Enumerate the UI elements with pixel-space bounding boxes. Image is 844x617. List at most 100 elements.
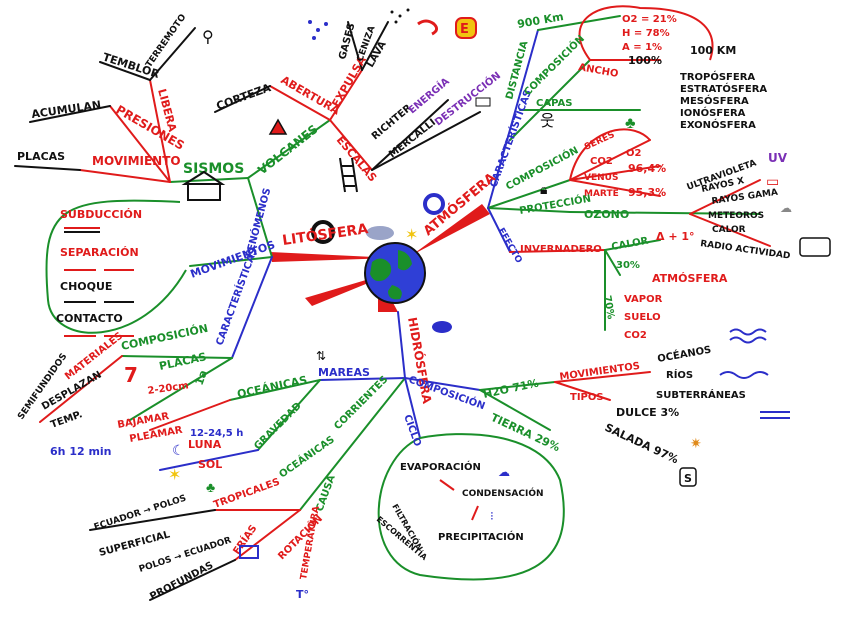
lock-icon: 🔒︎ xyxy=(540,183,547,198)
line-marte xyxy=(569,179,661,197)
label-uv: UV xyxy=(768,151,788,165)
label-o2: O2 = 21% xyxy=(622,14,677,25)
line-mercalli xyxy=(371,111,481,171)
label-luna: LUNA xyxy=(188,438,222,451)
energy-e-icon xyxy=(455,17,477,39)
label-corrientes: CORRIENTES xyxy=(332,374,390,432)
label-marte: MARTE xyxy=(584,189,619,199)
earth-land-2 xyxy=(398,250,412,271)
line-oceanicas xyxy=(229,379,321,401)
line-proteccion xyxy=(487,207,571,213)
label-sismos: SISMOS xyxy=(183,161,244,177)
label-marte-pct: 95,3% xyxy=(628,186,666,199)
label-pct100: 100% xyxy=(628,54,662,67)
tide-arrows-icon: ⇅ xyxy=(316,349,326,363)
label-seres: SERES xyxy=(583,130,616,153)
label-grosor: 2-20cm xyxy=(147,380,190,397)
label-30: 30% xyxy=(616,260,640,271)
ladder-icon xyxy=(339,157,358,193)
label-sixh: 6h 12 min xyxy=(50,445,112,458)
label-capa-1: TROPÓSFERA xyxy=(680,70,755,83)
line-libera xyxy=(149,79,171,183)
label-anio: 1a xyxy=(193,368,210,387)
label-salada: SALADA 97% xyxy=(603,421,681,466)
label-sol: SOL xyxy=(198,458,222,471)
label-calor-r: CALOR xyxy=(712,225,746,235)
line-fenomenos xyxy=(247,177,273,258)
label-100km: 100 KM xyxy=(690,44,736,57)
salt-icon-letter: S xyxy=(684,472,692,485)
composicion-atm-enclosure xyxy=(578,5,714,61)
wedge-atmosfera xyxy=(412,204,490,255)
line-sismos xyxy=(169,177,249,183)
label-composicion-atm: COMPOSICIÓN xyxy=(521,32,587,98)
label-oceanos: OCÉANOS xyxy=(656,343,712,365)
line-invernadero xyxy=(509,249,606,253)
line-mareas xyxy=(319,377,406,381)
label-o2b: O2 xyxy=(626,148,642,159)
line-lava xyxy=(361,21,389,71)
label-ciclo: CICLO xyxy=(401,413,423,448)
line-abertura xyxy=(269,85,331,121)
sun-icon: ✶ xyxy=(405,227,418,244)
label-radio: RADIO ACTIVIDAD xyxy=(700,239,791,262)
label-venus-pct: 96,4% xyxy=(628,162,666,175)
line-ciclo xyxy=(404,377,421,439)
label-70: 70% xyxy=(601,295,616,320)
line-movimiento xyxy=(79,169,171,183)
label-a: A = 1% xyxy=(622,42,662,53)
label-superficial: SUPERFICIAL xyxy=(98,529,172,559)
ciclo-enclosure xyxy=(377,433,565,581)
label-dulce: DULCE 3% xyxy=(616,406,679,419)
line-richter xyxy=(371,99,449,171)
meteor-icon: ☁ xyxy=(780,201,792,215)
label-tierra: TIERRA 29% xyxy=(489,411,562,454)
ship-icon xyxy=(239,545,259,559)
line-composicion-atm xyxy=(509,59,591,141)
line-composicion-hid xyxy=(404,377,481,391)
label-oceanicas2: OCEÁNICAS xyxy=(276,433,337,481)
label-acumulan: ACUMULAN xyxy=(31,98,102,121)
line-presiones xyxy=(109,105,171,183)
label-composicion-lit: COMPOSICIÓN xyxy=(120,322,209,353)
label-h: H = 78% xyxy=(622,28,670,39)
label-subduccion: SUBDUCCIÓN xyxy=(60,208,142,221)
label-h2o: H2O 71% xyxy=(482,376,540,400)
label-corteza: CORTEZA xyxy=(215,81,273,113)
line-distancia xyxy=(537,15,621,31)
sun-small-icon: ✶ xyxy=(168,467,181,484)
label-venus: VENUS xyxy=(584,173,618,183)
salt-icon xyxy=(679,467,697,487)
line-profundas xyxy=(149,559,236,601)
line-temblor xyxy=(99,61,151,81)
label-suelo: SUELO xyxy=(624,312,661,323)
line-ozono xyxy=(569,211,761,215)
label-tropicales: TROPICALES xyxy=(212,477,281,511)
label-condensacion: CONDENSACIÓN xyxy=(462,487,544,499)
line-corrientes xyxy=(299,377,406,511)
label-delta: Δ + 1° xyxy=(656,230,695,243)
line-h2o xyxy=(479,381,556,391)
wedge-litosfera xyxy=(270,252,395,262)
label-contacto: CONTACTO xyxy=(56,312,123,325)
line-materiales xyxy=(39,355,123,423)
label-movimientos-hid: MOVIMIENTOS xyxy=(559,361,641,383)
movimientos-enclosure xyxy=(45,199,187,334)
cloud-icon xyxy=(366,226,394,240)
label-meteoros: METEOROS xyxy=(708,211,764,221)
line-uv xyxy=(689,179,761,215)
line-expulsa xyxy=(329,69,363,121)
line-terremoto xyxy=(149,27,196,81)
moon-icon: ☾ xyxy=(172,444,185,459)
label-movimiento: MOVIMIENTO xyxy=(92,154,181,168)
label-co2: CO2 xyxy=(590,156,613,167)
house-icon xyxy=(181,170,226,201)
label-ancho: ANCHO xyxy=(577,62,619,80)
label-900km: 900 Km xyxy=(516,10,564,31)
label-atmosfera-30: ATMÓSFERA xyxy=(652,272,728,285)
line-composicion-lit xyxy=(121,355,233,359)
line-luna-sol xyxy=(159,449,259,471)
person-falling-icon: ⚲ xyxy=(202,29,214,46)
